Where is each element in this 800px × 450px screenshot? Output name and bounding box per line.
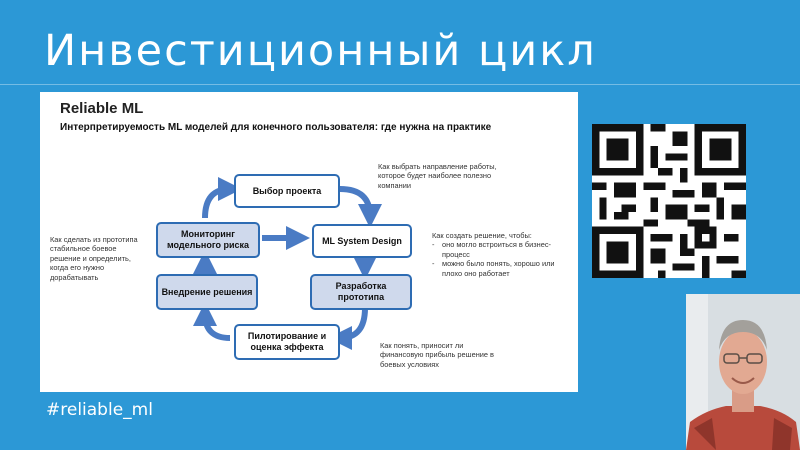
arrow-choice-to-design xyxy=(339,186,382,228)
arrow-monitoring-to-choice xyxy=(202,177,242,219)
note-pilot-profit: Как понять, приносит ли финансовую прибы… xyxy=(380,341,494,369)
diagram-panel: Reliable ML Интерпретируемость ML моделе… xyxy=(40,92,578,392)
title-divider xyxy=(0,84,800,85)
slide-title: Инвестиционный цикл xyxy=(44,26,597,76)
hashtag: #reliable_ml xyxy=(46,400,153,420)
note-bullet: оно могло встроиться в бизнес-процесс xyxy=(432,240,560,259)
progress-dot xyxy=(64,386,70,392)
qr-code-icon xyxy=(592,124,746,278)
box-pilot-evaluation: Пилотирование и оценка эффекта xyxy=(234,324,340,360)
note-bullet: можно было понять, хорошо или плохо оно … xyxy=(432,259,560,278)
note-solution-design-list: оно могло встроиться в бизнес-процесс мо… xyxy=(432,240,560,278)
note-solution-design-title: Как создать решение, чтобы: xyxy=(432,231,532,240)
progress-dot xyxy=(44,386,50,392)
panel-subheading: Интерпретируемость ML моделей для конечн… xyxy=(60,122,492,133)
progress-dot xyxy=(74,386,80,392)
box-project-choice: Выбор проекта xyxy=(234,174,340,208)
box-risk-monitoring: Мониторинг модельного риска xyxy=(156,222,260,258)
box-deployment: Внедрение решения xyxy=(156,274,258,310)
panel-heading: Reliable ML xyxy=(60,100,144,117)
note-project-choice: Как выбрать направление работы, которое … xyxy=(378,162,497,190)
qr-code-graphic xyxy=(592,124,746,278)
box-ml-system-design: ML System Design xyxy=(312,224,412,258)
note-solution-design: Как создать решение, чтобы: оно могло вс… xyxy=(432,231,560,278)
arrow-pilot-to-deployment xyxy=(193,302,231,341)
arrow-prototype-to-pilot xyxy=(328,307,368,350)
presenter-image xyxy=(686,294,800,450)
note-deployment: Как сделать из прототипа стабильное боев… xyxy=(50,235,138,282)
progress-dot xyxy=(84,386,90,392)
progress-dot xyxy=(54,386,60,392)
slide-progress-dots xyxy=(44,386,90,392)
box-prototype-development: Разработка прототипа xyxy=(310,274,412,310)
webcam-video-feed xyxy=(686,294,800,450)
cycle-arrows xyxy=(193,177,382,350)
